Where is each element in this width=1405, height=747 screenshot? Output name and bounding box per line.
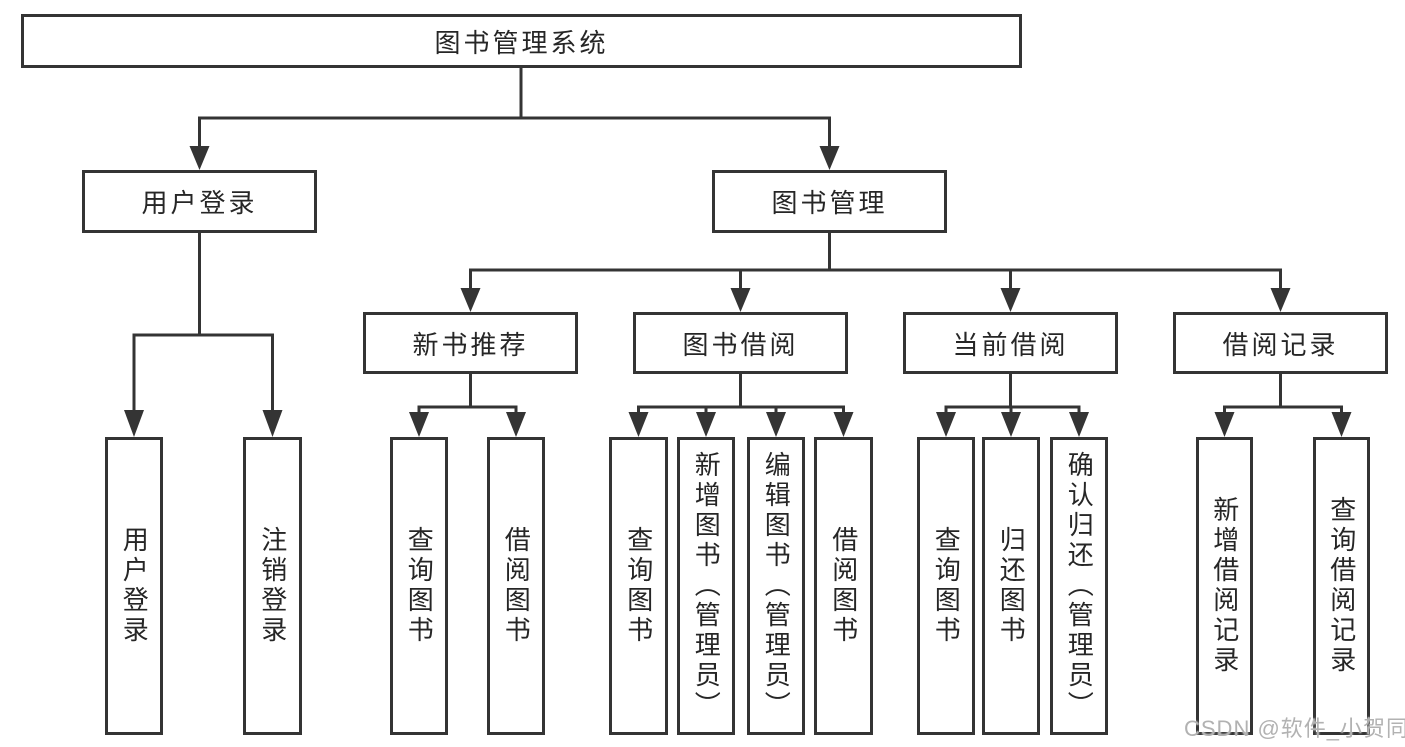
arrowhead xyxy=(1270,288,1291,312)
arrowhead xyxy=(696,412,716,437)
leaf-return-book: 归还图书 xyxy=(982,437,1040,735)
leaf-user-login: 用户登录 xyxy=(105,437,163,735)
node-label: 查询图书 xyxy=(623,526,654,646)
node-label: 查询图书 xyxy=(931,526,962,646)
connector-path xyxy=(198,116,831,146)
leaf-borrow-books-borrowing: 借阅图书 xyxy=(814,437,873,735)
node-book-management: 图书管理 xyxy=(712,170,947,233)
arrowhead xyxy=(833,412,854,437)
node-label: 用户登录 xyxy=(119,526,150,646)
arrowhead xyxy=(460,288,481,312)
node-label: 图书借阅 xyxy=(682,329,799,360)
leaf-add-book-admin: 新增图书（管理员） xyxy=(677,437,735,735)
node-label: 新增借阅记录 xyxy=(1209,496,1240,676)
node-current-borrowing: 当前借阅 xyxy=(903,312,1118,374)
connector-path-group xyxy=(132,68,1343,412)
arrowhead xyxy=(730,288,751,312)
node-borrowing-records: 借阅记录 xyxy=(1173,312,1388,374)
node-label: 新书推荐 xyxy=(412,329,529,360)
node-label: 借阅图书 xyxy=(828,526,859,646)
arrowhead xyxy=(506,412,526,437)
leaf-query-books-recommend: 查询图书 xyxy=(390,437,448,735)
leaf-query-books-current: 查询图书 xyxy=(917,437,975,735)
node-user-login: 用户登录 xyxy=(82,170,317,233)
node-label: 用户登录 xyxy=(141,188,258,218)
node-label: 图书管理系统 xyxy=(434,27,609,58)
leaf-logout: 注销登录 xyxy=(243,437,302,735)
arrowhead xyxy=(628,412,649,437)
node-new-book-recommendation: 新书推荐 xyxy=(363,312,578,374)
leaf-add-borrow-record: 新增借阅记录 xyxy=(1196,437,1253,735)
arrowhead xyxy=(262,410,283,437)
node-label: 归还图书 xyxy=(996,526,1027,646)
arrowhead xyxy=(1331,412,1352,437)
node-label: 借阅记录 xyxy=(1222,329,1339,360)
arrowhead xyxy=(1214,412,1235,437)
leaf-borrow-books-recommend: 借阅图书 xyxy=(487,437,545,735)
connector-path xyxy=(469,268,1282,288)
node-label: 查询借阅记录 xyxy=(1326,496,1357,676)
leaf-query-books-borrowing: 查询图书 xyxy=(609,437,668,735)
arrowhead xyxy=(1069,412,1089,437)
connector-path xyxy=(637,405,845,412)
node-label: 确认归还（管理员） xyxy=(1064,451,1095,721)
node-label: 编辑图书（管理员） xyxy=(761,451,792,721)
node-label: 图书管理 xyxy=(771,188,888,218)
node-label: 借阅图书 xyxy=(501,526,532,646)
arrowhead xyxy=(766,412,786,437)
node-label: 查询图书 xyxy=(404,526,435,646)
node-label: 注销登录 xyxy=(257,526,288,646)
arrowhead xyxy=(409,412,429,437)
leaf-edit-book-admin: 编辑图书（管理员） xyxy=(747,437,805,735)
arrowhead xyxy=(819,146,840,170)
arrowhead xyxy=(124,410,144,437)
leaf-confirm-return-admin: 确认归还（管理员） xyxy=(1050,437,1108,735)
node-label: 新增图书（管理员） xyxy=(691,451,722,721)
arrowhead xyxy=(936,412,956,437)
arrowhead xyxy=(1000,288,1021,312)
connector-path xyxy=(132,333,274,410)
connector-path xyxy=(1223,405,1343,412)
node-book-borrowing: 图书借阅 xyxy=(633,312,848,374)
watermark-csdn: CSDN @软件_小贺同学 xyxy=(1184,716,1405,741)
arrowhead xyxy=(1001,412,1021,437)
node-library-management-system: 图书管理系统 xyxy=(21,14,1022,68)
arrowhead-group xyxy=(124,146,1352,437)
node-label: 当前借阅 xyxy=(952,329,1069,360)
connector-path xyxy=(417,405,518,412)
arrowhead xyxy=(189,146,210,170)
leaf-query-borrow-record: 查询借阅记录 xyxy=(1313,437,1370,735)
